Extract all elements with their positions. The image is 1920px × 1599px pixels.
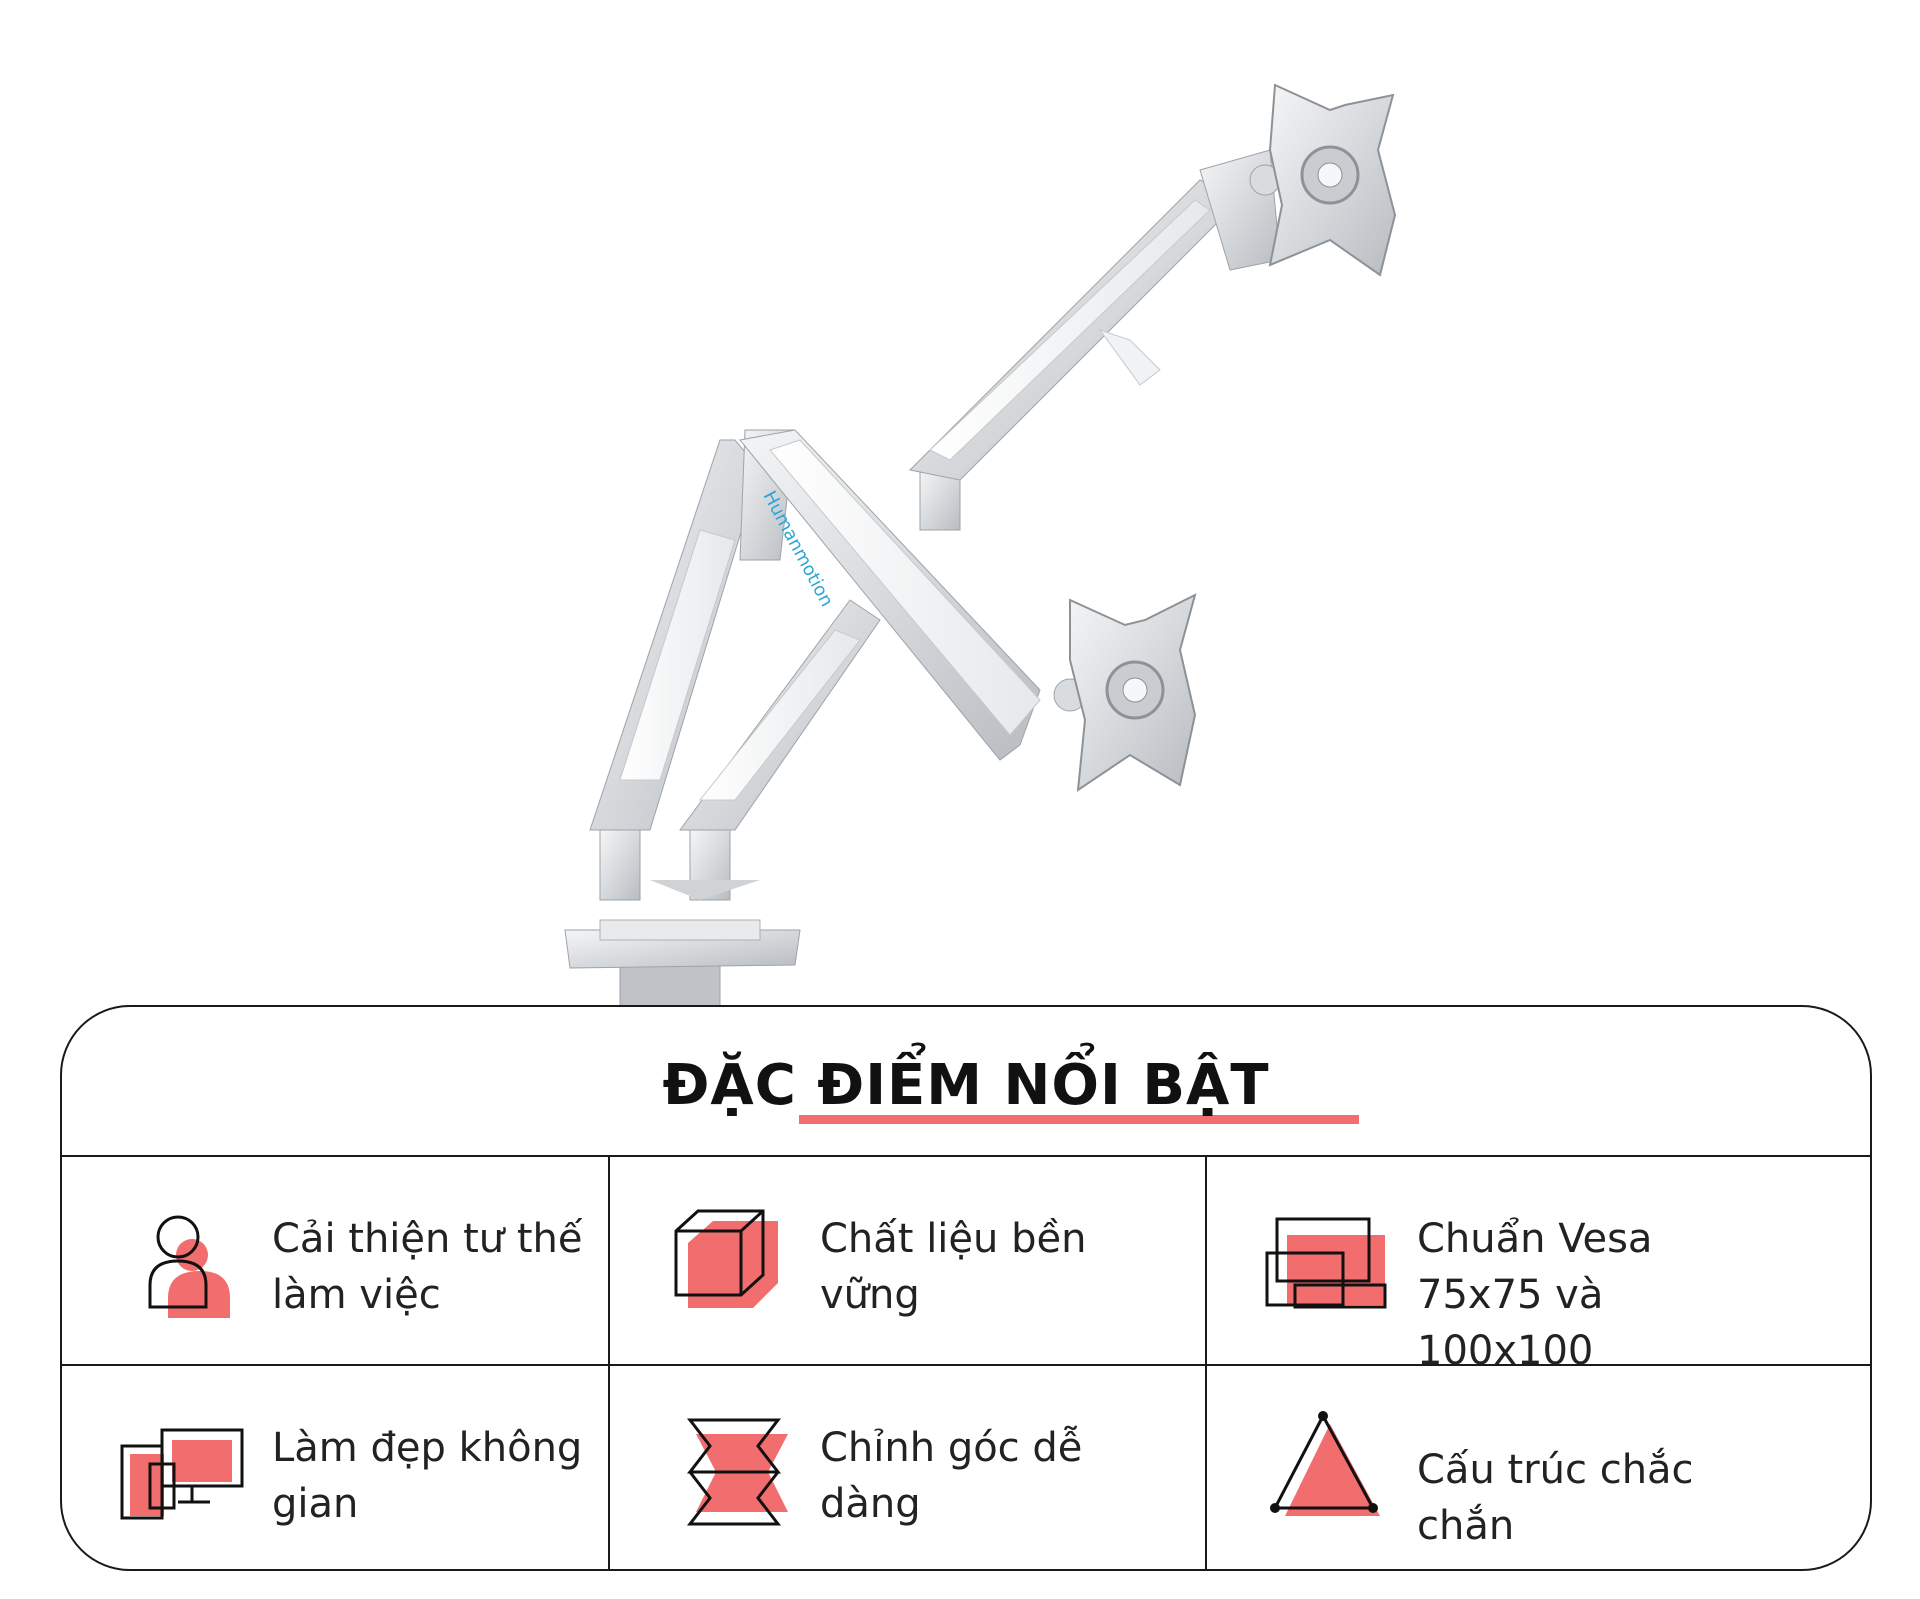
- features-title: ĐẶC ĐIỂM NỔI BẬT: [662, 1053, 1270, 1118]
- vesa-plate-bottom: [1069, 593, 1197, 793]
- feature-label: Chỉnh góc dễ dàng: [820, 1425, 1083, 1527]
- devices-space-icon: [120, 1412, 244, 1532]
- features-card: ĐẶC ĐIỂM NỔI BẬT Cải thiện tư thế làm vi…: [60, 1005, 1872, 1571]
- triangle-structure-icon: [1265, 1411, 1385, 1532]
- features-header: ĐẶC ĐIỂM NỔI BẬT: [62, 1007, 1870, 1155]
- features-grid: Cải thiện tư thế làm việc Chất liệu bền …: [62, 1155, 1870, 1569]
- upper-arm-top-monitor: [908, 149, 1281, 531]
- column-divider: [1205, 1157, 1207, 1569]
- vesa-plate-top: [1268, 83, 1397, 277]
- lower-arm-right: [650, 599, 881, 901]
- feature-label: Cải thiện tư thế làm việc: [272, 1216, 583, 1318]
- posture-person-icon: [120, 1203, 240, 1323]
- feature-label: Chuẩn Vesa 75x75 và 100x100: [1417, 1216, 1653, 1374]
- feature-item-vesa: Chuẩn Vesa 75x75 và 100x100: [1207, 1157, 1797, 1374]
- desk-clamp: [564, 919, 801, 1010]
- title-underline: [799, 1115, 1359, 1124]
- feature-label: Làm đẹp không gian: [272, 1425, 583, 1527]
- feature-item-posture: Cải thiện tư thế làm việc: [62, 1157, 652, 1362]
- upper-arm-lower-monitor: Humanmotion: [739, 429, 1087, 761]
- vesa-screens-icon: [1265, 1203, 1387, 1323]
- row-divider: [62, 1364, 1870, 1366]
- monitor-arm-image: Humanmotion: [564, 83, 1397, 1010]
- cube-icon: [668, 1203, 788, 1323]
- adjust-angle-icon: [668, 1412, 788, 1532]
- feature-item-structure: Cấu trúc chắc chắn: [1207, 1366, 1797, 1569]
- feature-label: Chất liệu bền vững: [820, 1216, 1087, 1318]
- feature-label: Cấu trúc chắc chắn: [1417, 1447, 1694, 1549]
- feature-item-angle: Chỉnh góc dễ dàng: [610, 1366, 1200, 1569]
- column-divider: [608, 1157, 610, 1569]
- feature-item-material: Chất liệu bền vững: [610, 1157, 1200, 1362]
- lower-arm-left: [589, 429, 796, 901]
- feature-item-space: Làm đẹp không gian: [62, 1366, 652, 1569]
